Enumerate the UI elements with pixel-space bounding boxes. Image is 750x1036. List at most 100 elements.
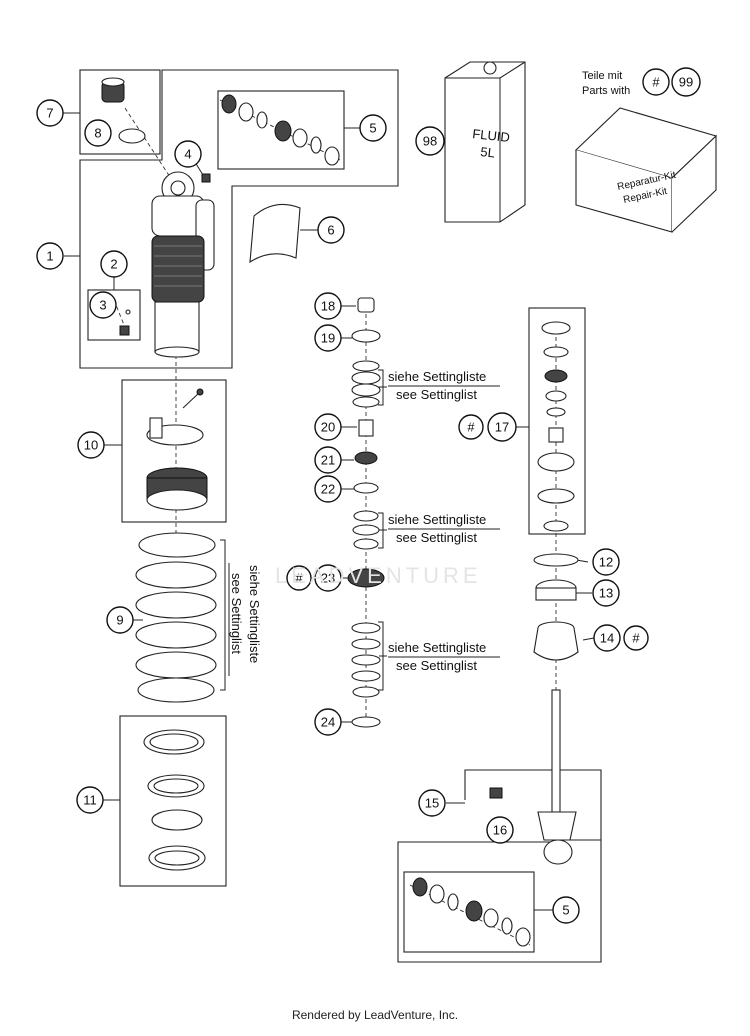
setting-label-de-3: siehe Settingliste	[388, 640, 486, 655]
svg-text:17: 17	[495, 420, 509, 435]
callout-19: 19	[314, 324, 342, 352]
svg-text:9: 9	[116, 613, 123, 628]
callout-22: 22	[314, 475, 342, 503]
seal-head-parts	[533, 553, 579, 661]
callout-3: 3	[89, 291, 117, 319]
callout-5-top: 5	[359, 114, 387, 142]
svg-text:12: 12	[599, 555, 613, 570]
callout-16: 16	[486, 816, 514, 844]
svg-text:16: 16	[493, 823, 507, 838]
callout-13: 13	[592, 579, 620, 607]
shock-spring	[135, 532, 217, 703]
spring-seats	[143, 729, 206, 871]
callout-17: 17	[487, 412, 517, 442]
callout-5-bottom: 5	[552, 896, 580, 924]
svg-text:18: 18	[321, 299, 335, 314]
callout-98: 98	[415, 126, 445, 156]
svg-text:98: 98	[423, 134, 437, 149]
svg-text:20: 20	[321, 420, 335, 435]
callout-99: 99	[671, 67, 701, 97]
svg-text:5: 5	[562, 903, 569, 918]
group-outlines	[79, 69, 602, 963]
callout-24: 24	[314, 708, 342, 736]
svg-text:3: 3	[99, 298, 106, 313]
svg-text:#: #	[652, 75, 660, 90]
svg-text:23: 23	[321, 571, 335, 586]
clip-part	[119, 309, 131, 336]
top-mount-box	[79, 69, 161, 155]
svg-text:99: 99	[679, 75, 693, 90]
callout-hash-14: #	[623, 625, 649, 651]
top-mount-bushing	[101, 77, 146, 144]
svg-text:#: #	[467, 420, 475, 435]
seal-kit-box-top	[217, 90, 345, 170]
svg-text:2: 2	[110, 257, 117, 272]
setting-label-de-2: siehe Settingliste	[388, 512, 486, 527]
spring-seat-box	[119, 715, 227, 887]
footer-credit: Rendered by LeadVenture, Inc.	[291, 1008, 459, 1022]
callout-14: 14	[593, 624, 621, 652]
svg-text:6: 6	[327, 223, 334, 238]
callout-8: 8	[84, 119, 112, 147]
svg-text:5: 5	[369, 121, 376, 136]
svg-text:#: #	[295, 571, 303, 586]
watermark: LEADVENTURE	[275, 563, 482, 588]
svg-text:#: #	[632, 631, 640, 646]
setting-label-en-2: see Settinglist	[396, 530, 477, 545]
callout-hash-23: #	[286, 565, 312, 591]
setting-label-en-spring: see Settinglist	[229, 573, 244, 654]
shock-body-box	[79, 69, 399, 369]
callout-23: 23	[314, 564, 342, 592]
callout-hash-legend: #	[642, 68, 670, 96]
setting-label-en-3: see Settinglist	[396, 658, 477, 673]
shim-stack	[347, 297, 385, 728]
svg-text:10: 10	[84, 438, 98, 453]
seal-kit-top-parts	[221, 94, 340, 166]
setting-label-de-spring: siehe Settingliste	[247, 565, 262, 663]
callout-4: 4	[174, 140, 202, 168]
svg-text:19: 19	[321, 331, 335, 346]
callout-hash-17: #	[458, 414, 484, 440]
callout-7: 7	[36, 99, 64, 127]
setting-label-de-1: siehe Settingliste	[388, 369, 486, 384]
preload-adjuster	[146, 388, 208, 511]
callout-20: 20	[314, 413, 342, 441]
setting-label-en-1: see Settinglist	[396, 387, 477, 402]
svg-text:1: 1	[46, 249, 53, 264]
svg-text:22: 22	[321, 482, 335, 497]
legend: Teile mit Parts with	[582, 70, 630, 97]
callout-2: 2	[100, 250, 128, 278]
repair-kit-box: Reparatur-Kit Repair-Kit	[574, 107, 718, 233]
callouts: 7 8 1 2 3 4 5 6 98 # 99 10 9 11 18 19 20…	[36, 67, 701, 924]
fluid-can-label-line2: 5L	[480, 144, 496, 160]
callout-6: 6	[317, 216, 345, 244]
svg-text:14: 14	[600, 631, 614, 646]
callout-11: 11	[76, 786, 104, 814]
svg-text:24: 24	[321, 715, 335, 730]
callout-15: 15	[418, 789, 446, 817]
damper-rod	[489, 689, 577, 865]
svg-text:15: 15	[425, 796, 439, 811]
callout-18: 18	[314, 292, 342, 320]
preload-adjuster-box	[121, 379, 227, 523]
svg-text:8: 8	[94, 126, 101, 141]
piston-kit-parts	[537, 321, 575, 532]
callout-9: 9	[106, 606, 134, 634]
fluid-can: FLUID 5L	[444, 61, 526, 223]
callout-1: 1	[36, 242, 64, 270]
callout-21: 21	[314, 446, 342, 474]
leader-lines	[63, 112, 595, 911]
guard-part	[249, 203, 301, 264]
legend-line1: Teile mit	[582, 70, 622, 82]
svg-text:21: 21	[321, 453, 335, 468]
seal-kit-bottom-parts	[412, 877, 531, 947]
shock-absorber-body	[151, 171, 215, 358]
piston-kit-box	[528, 307, 586, 535]
svg-text:13: 13	[599, 586, 613, 601]
svg-text:4: 4	[184, 147, 191, 162]
legend-line2: Parts with	[582, 85, 630, 97]
callout-10: 10	[77, 431, 105, 459]
seal-kit-box-bottom	[403, 871, 535, 953]
svg-text:7: 7	[46, 106, 53, 121]
